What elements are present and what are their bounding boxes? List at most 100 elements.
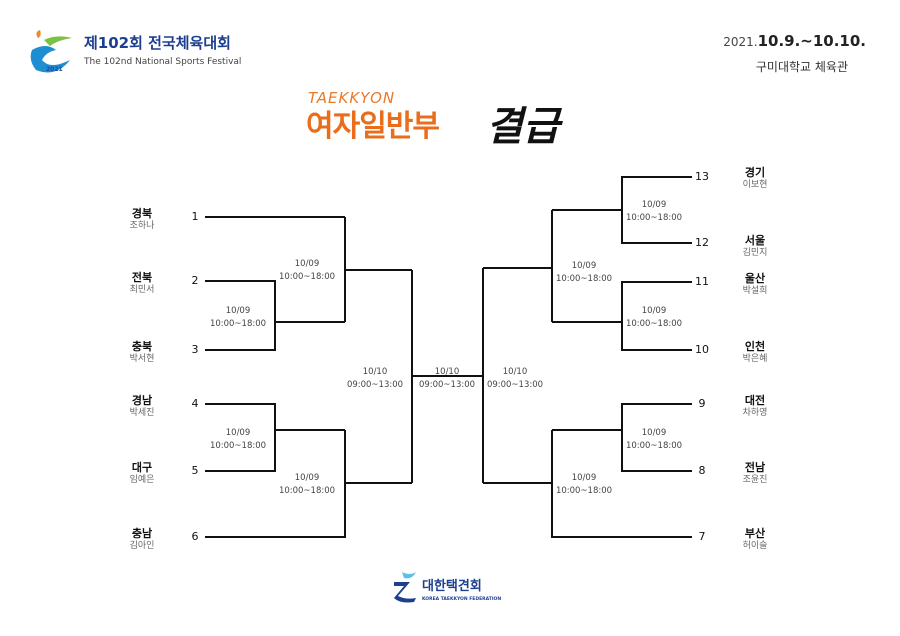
schedule-text: 10/09	[571, 261, 597, 271]
match-schedule: 10/09 10:00~18:00	[551, 472, 617, 498]
schedule-text: 10/09	[641, 428, 667, 438]
team-region: 충남	[131, 527, 153, 540]
team-region: 전남	[744, 461, 766, 474]
schedule-text: 10:00~18:00	[625, 213, 683, 223]
athlete-name: 박세진	[129, 408, 155, 418]
team-region: 대전	[744, 394, 766, 407]
schedule-text: 10/09	[225, 306, 251, 316]
festival-logo: 2021 제102회 전국체육대회 The 102nd National Spo…	[26, 30, 241, 84]
schedule-text: 10/09	[294, 473, 320, 483]
final-schedule: 10/10 09:00~13:00	[414, 366, 480, 392]
seed-number: 8	[698, 464, 706, 477]
team-region: 경남	[131, 394, 153, 407]
team-region: 부산	[744, 527, 766, 540]
seed-number: 10	[695, 343, 709, 356]
event-date: 2021.10.9.~10.10.	[723, 32, 866, 51]
athlete-name: 박서현	[129, 354, 155, 364]
schedule-text: 10/09	[294, 259, 320, 269]
athlete-name: 이보현	[742, 180, 768, 190]
festival-subtitle: The 102nd National Sports Festival	[84, 57, 242, 67]
schedule-text: 09:00~13:00	[486, 380, 544, 390]
team-region: 울산	[744, 272, 766, 285]
festival-emblem-icon	[30, 30, 72, 73]
weight-class-title: 결급	[486, 104, 560, 150]
athlete-name: 허이슬	[742, 541, 768, 551]
athlete-name: 김민지	[742, 248, 768, 258]
schedule-text: 09:00~13:00	[346, 380, 404, 390]
athlete-name: 차하영	[742, 408, 768, 418]
seed-number: 9	[698, 397, 706, 410]
schedule-text: 09:00~13:00	[418, 380, 476, 390]
match-schedule: 10/09 10:00~18:00	[274, 258, 340, 284]
match-schedule: 10/09 10:00~18:00	[205, 305, 271, 331]
athlete-name: 박은혜	[742, 354, 768, 364]
schedule-text: 10:00~18:00	[555, 274, 613, 284]
team-region: 전북	[131, 271, 153, 284]
schedule-text: 10/10	[362, 367, 388, 377]
schedule-text: 10/09	[571, 473, 597, 483]
seed-number: 12	[695, 236, 709, 249]
schedule-text: 10/10	[434, 367, 460, 377]
schedule-text: 10:00~18:00	[209, 319, 267, 329]
team-region: 경기	[744, 166, 766, 179]
athlete-name: 최민서	[129, 285, 155, 295]
schedule-text: 10:00~18:00	[625, 441, 683, 451]
seed-number: 3	[191, 343, 199, 356]
date-prefix: 2021.	[723, 35, 758, 49]
brand-script: TAEKKYON	[308, 89, 396, 107]
match-schedule: 10/09 10:00~18:00	[621, 305, 687, 331]
match-schedule: 10/10 09:00~13:00	[342, 366, 408, 392]
schedule-text: 10:00~18:00	[625, 319, 683, 329]
seed-number: 5	[191, 464, 199, 477]
match-schedule: 10/10 09:00~13:00	[482, 366, 548, 392]
team-region: 인천	[744, 340, 766, 353]
seed-number: 4	[191, 397, 199, 410]
schedule-text: 10:00~18:00	[278, 272, 336, 282]
schedule-text: 10:00~18:00	[555, 486, 613, 496]
athlete-name: 조윤진	[742, 475, 768, 485]
athlete-name: 김아인	[129, 541, 155, 551]
schedule-text: 10:00~18:00	[209, 441, 267, 451]
match-schedule: 10/09 10:00~18:00	[621, 199, 687, 225]
seed-number: 11	[695, 275, 709, 288]
seed-number: 1	[191, 210, 199, 223]
schedule-text: 10:00~18:00	[278, 486, 336, 496]
schedule-text: 10/10	[502, 367, 528, 377]
federation-logo: 대한택견회 KOREA TAEKKYON FEDERATION	[392, 570, 501, 608]
athlete-name: 조하나	[129, 221, 155, 231]
event-venue: 구미대학교 체육관	[755, 60, 848, 74]
team-region: 서울	[744, 234, 766, 247]
seed-number: 7	[698, 530, 706, 543]
match-schedule: 10/09 10:00~18:00	[205, 427, 271, 453]
match-schedule: 10/09 10:00~18:00	[274, 472, 340, 498]
schedule-text: 10/09	[641, 306, 667, 316]
schedule-text: 10/09	[641, 200, 667, 210]
federation-emblem-icon	[394, 572, 416, 603]
seed-number: 6	[191, 530, 199, 543]
festival-year: 2021	[46, 66, 63, 73]
team-region: 충북	[131, 340, 153, 353]
schedule-text: 10/09	[225, 428, 251, 438]
team-region: 대구	[131, 461, 153, 474]
federation-name-en: KOREA TAEKKYON FEDERATION	[422, 597, 502, 602]
federation-name: 대한택견회	[422, 579, 482, 594]
match-schedule: 10/09 10:00~18:00	[621, 427, 687, 453]
match-schedule: 10/09 10:00~18:00	[551, 260, 617, 286]
festival-title: 제102회 전국체육대회	[84, 34, 231, 52]
athlete-name: 박설희	[742, 286, 768, 296]
team-region: 경북	[131, 207, 153, 220]
